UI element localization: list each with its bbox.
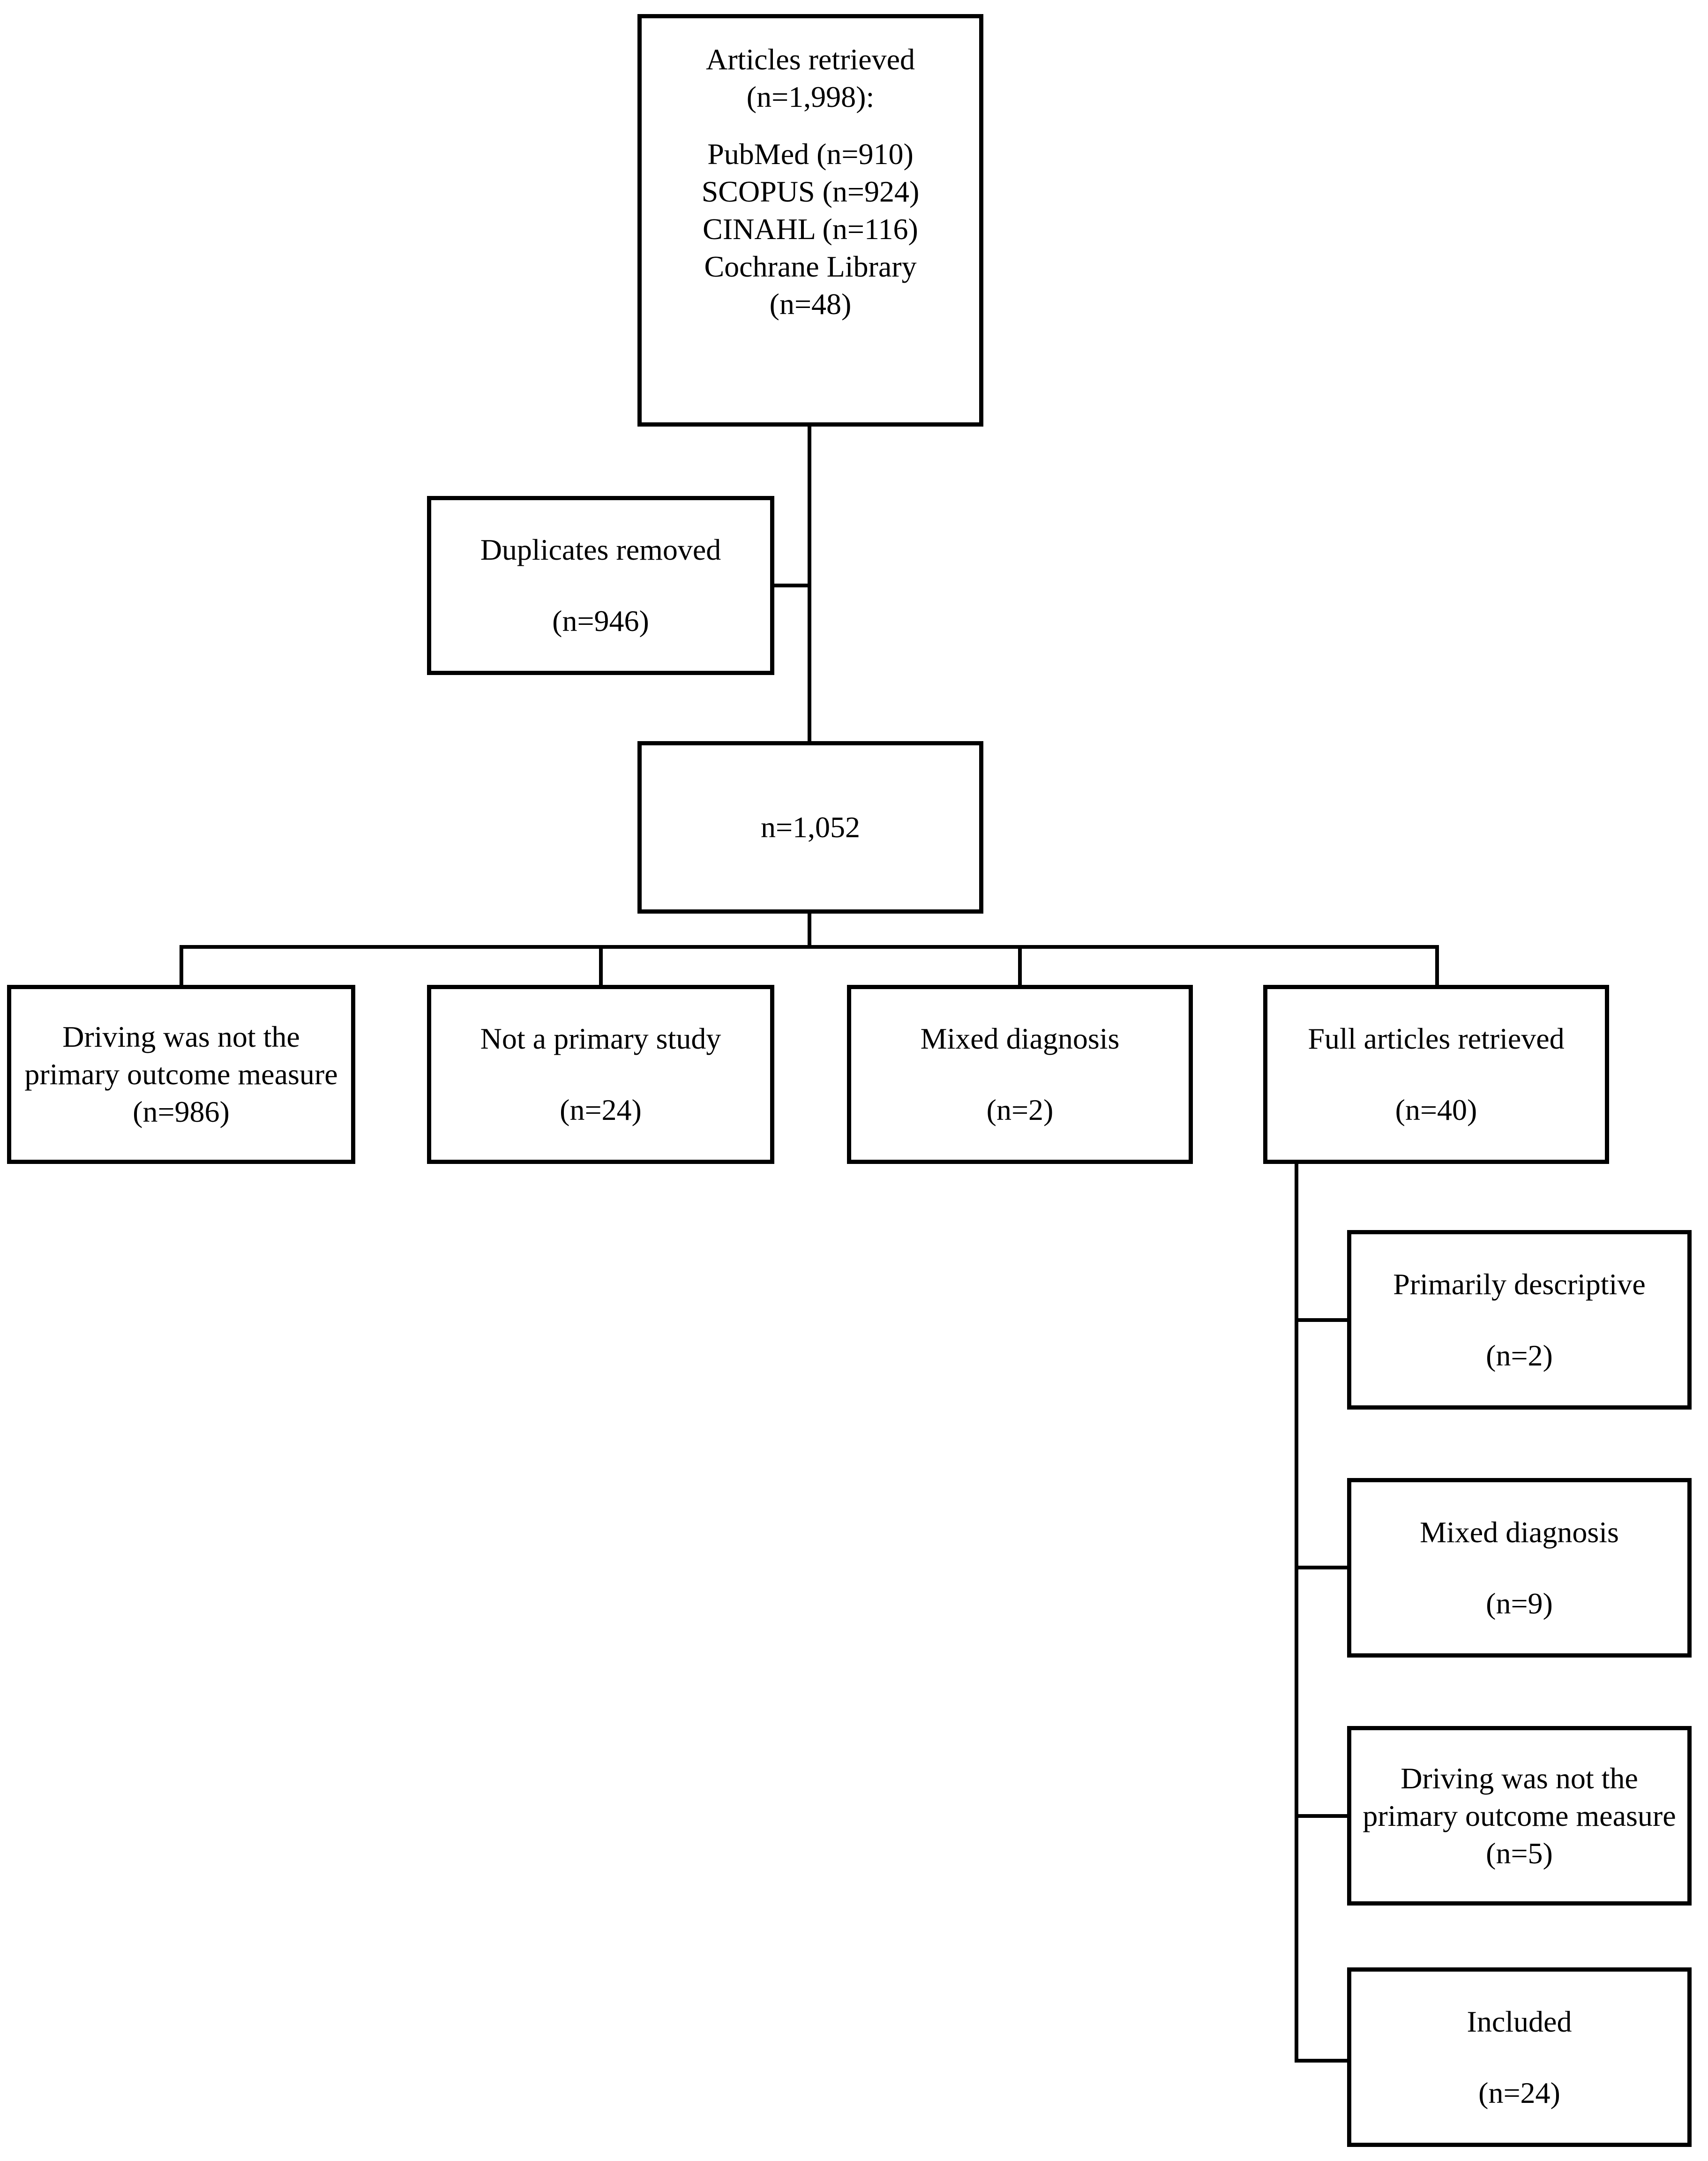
substub-driving-not-primary — [1298, 1814, 1347, 1818]
excluded-driving-not-primary-label: Driving was not the primary outcome meas… — [24, 1020, 338, 1128]
excluded-mixed-diagnosis-label: Mixed diagnosis — [920, 1022, 1120, 1055]
source-cochrane: Cochrane Library (n=48) — [704, 250, 917, 321]
excluded-not-primary-study-count: (n=24) — [560, 1093, 642, 1126]
source-pubmed: PubMed (n=910) — [707, 137, 914, 171]
excluded-mixed-diagnosis-fulltext-label: Mixed diagnosis — [1420, 1515, 1619, 1549]
excluded-primarily-descriptive-count: (n=2) — [1486, 1338, 1553, 1372]
source-cinahl: CINAHL (n=116) — [703, 212, 918, 246]
connector-duplicates-stub — [774, 584, 811, 587]
excluded-primarily-descriptive-box: Primarily descriptive (n=2) — [1347, 1230, 1692, 1410]
branch-stub-driving-not-primary — [180, 949, 183, 985]
included-box: Included (n=24) — [1347, 1967, 1692, 2147]
articles-retrieved-heading: Articles retrieved (n=1,998): — [706, 43, 915, 113]
full-articles-retrieved-label: Full articles retrieved — [1308, 1022, 1565, 1055]
substub-primarily-descriptive — [1298, 1318, 1347, 1322]
substub-included — [1298, 2059, 1347, 2063]
excluded-driving-not-primary-fulltext-box: Driving was not the primary outcome meas… — [1347, 1726, 1692, 1906]
after-duplicates-label: n=1,052 — [760, 810, 861, 844]
excluded-driving-not-primary-box: Driving was not the primary outcome meas… — [7, 985, 355, 1164]
source-list: PubMed (n=910) SCOPUS (n=924) CINAHL (n=… — [663, 135, 958, 323]
full-articles-retrieved-count: (n=40) — [1395, 1093, 1477, 1126]
excluded-mixed-diagnosis-box: Mixed diagnosis (n=2) — [847, 985, 1193, 1164]
excluded-not-primary-study-box: Not a primary study (n=24) — [427, 985, 774, 1164]
branch-stub-mixed-diagnosis — [1018, 949, 1022, 985]
duplicates-removed-count: (n=946) — [552, 604, 649, 638]
branch-stub-not-primary-study — [599, 949, 603, 985]
excluded-mixed-diagnosis-fulltext-box: Mixed diagnosis (n=9) — [1347, 1478, 1692, 1658]
duplicates-removed-box: Duplicates removed (n=946) — [427, 496, 774, 675]
connector-n1052-to-branch — [808, 914, 811, 949]
included-count: (n=24) — [1478, 2076, 1560, 2109]
excluded-driving-not-primary-fulltext-label: Driving was not the primary outcome meas… — [1363, 1761, 1676, 1870]
after-duplicates-box: n=1,052 — [637, 741, 983, 914]
substub-mixed-diagnosis — [1298, 1566, 1347, 1569]
source-scopus: SCOPUS (n=924) — [701, 175, 920, 208]
branch-stub-full-articles — [1435, 949, 1439, 985]
excluded-mixed-diagnosis-fulltext-count: (n=9) — [1486, 1586, 1553, 1620]
articles-retrieved-box: Articles retrieved (n=1,998): PubMed (n=… — [637, 14, 983, 427]
connector-full-articles-down — [1295, 1164, 1298, 2063]
duplicates-removed-label: Duplicates removed — [480, 533, 721, 566]
excluded-mixed-diagnosis-count: (n=2) — [986, 1093, 1054, 1126]
excluded-primarily-descriptive-label: Primarily descriptive — [1393, 1267, 1646, 1301]
excluded-not-primary-study-label: Not a primary study — [480, 1022, 721, 1055]
branch-line — [180, 945, 1439, 949]
full-articles-retrieved-box: Full articles retrieved (n=40) — [1263, 985, 1609, 1164]
included-label: Included — [1467, 2004, 1572, 2038]
